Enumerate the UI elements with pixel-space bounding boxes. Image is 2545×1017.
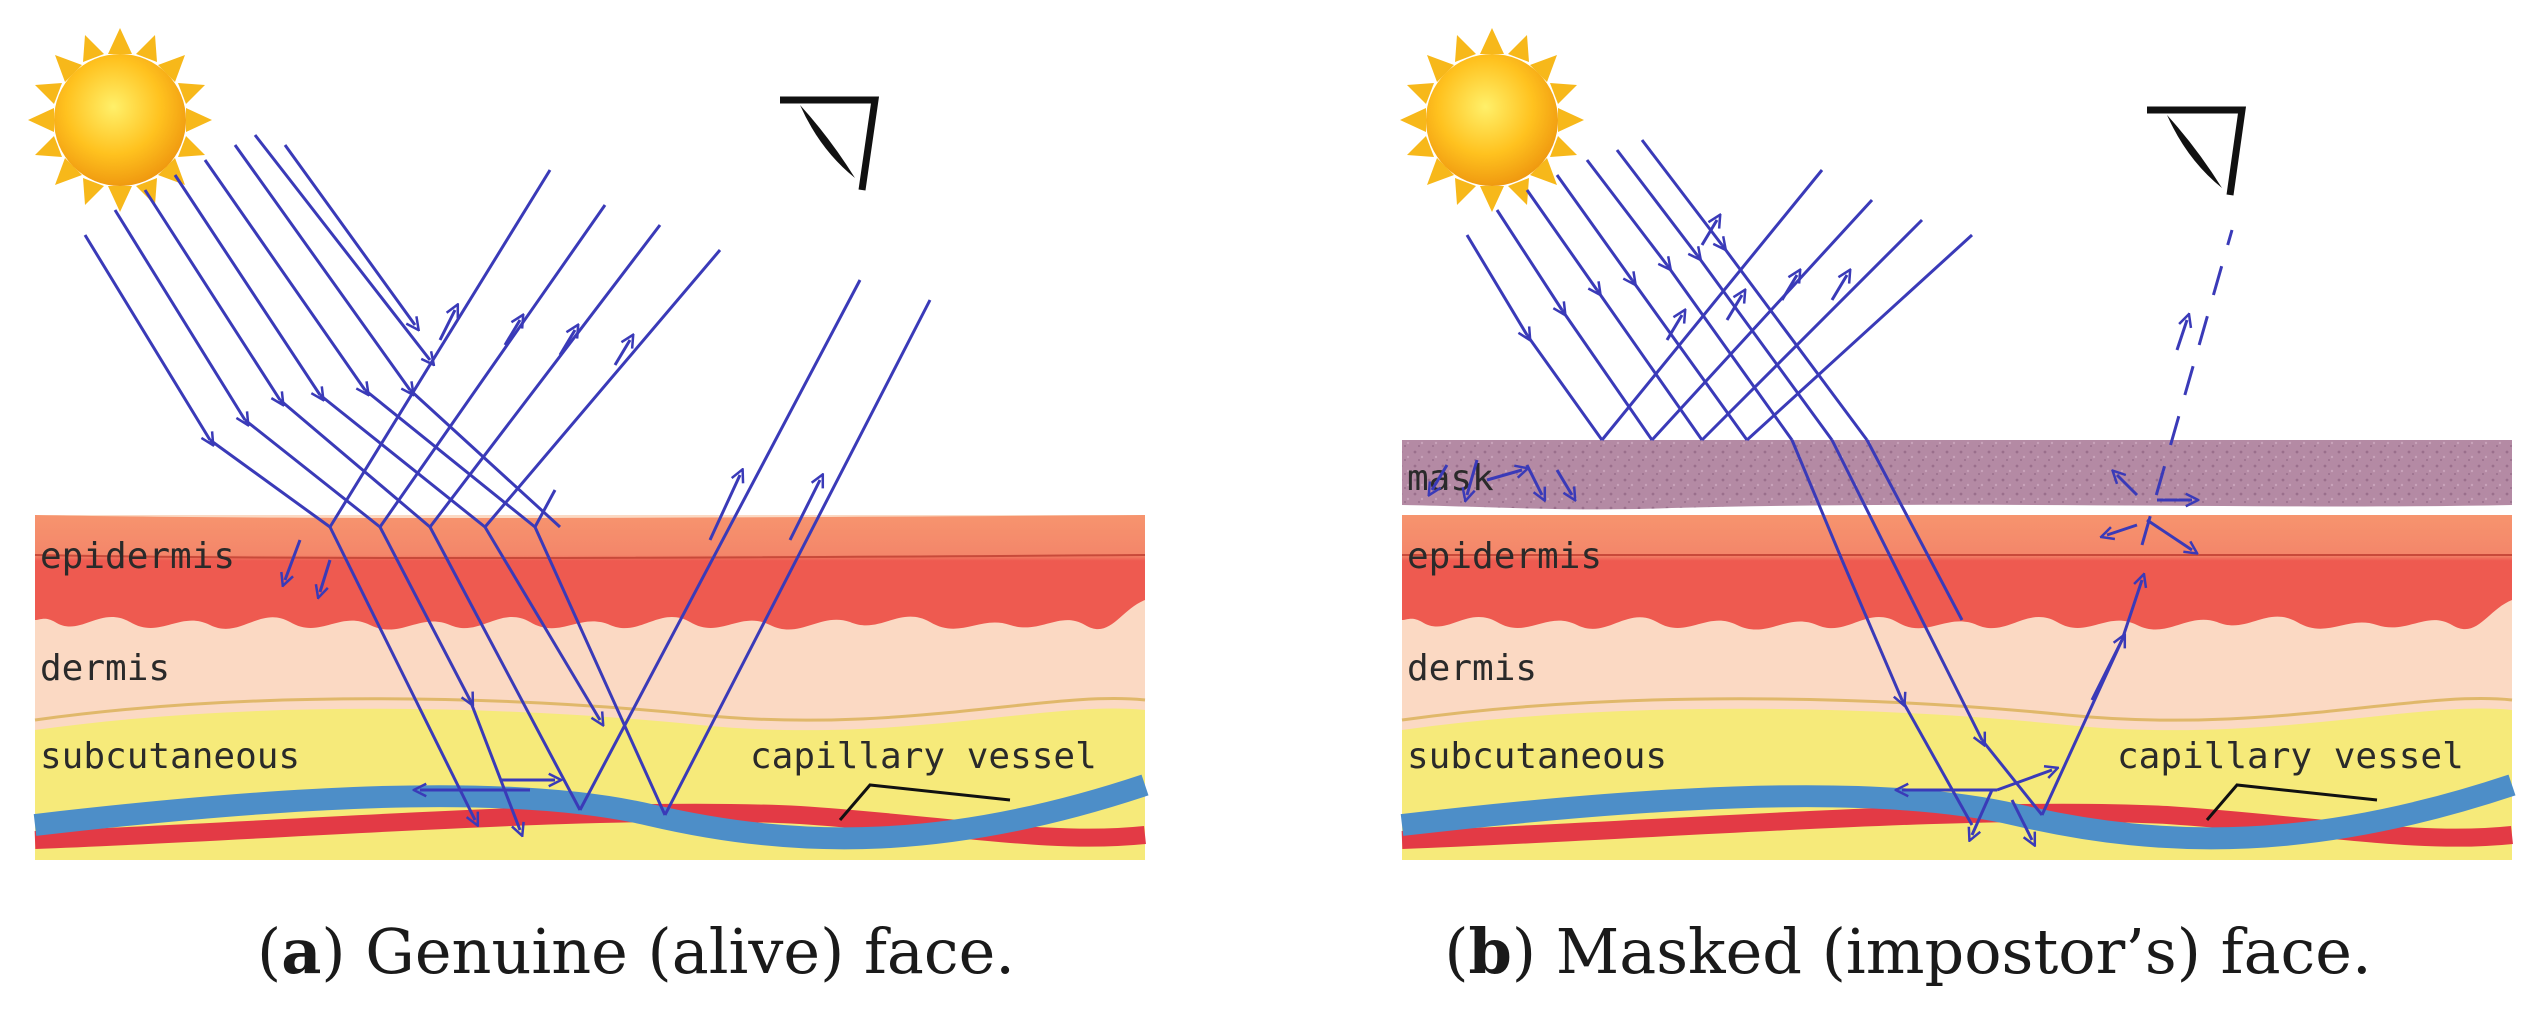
caption-letter: a (281, 915, 322, 988)
vessel-pointer (838, 783, 1011, 821)
mask-layer (1402, 440, 2512, 510)
eye-icon (2147, 106, 2247, 196)
blue-vessel (1400, 774, 2516, 850)
penetrating-rays (285, 279, 932, 830)
panel-genuine-face: epidermis dermis subcutaneous capillary … (0, 0, 1272, 1017)
label-subcutaneous: subcutaneous (1407, 736, 1667, 777)
blue-vessel (33, 774, 1149, 850)
label-dermis: dermis (1407, 648, 1537, 689)
label-subcutaneous: subcutaneous (40, 736, 300, 777)
caption-letter: b (1468, 915, 1512, 988)
dashed-reflection (2107, 229, 2234, 550)
diagram-genuine-face: epidermis dermis subcutaneous capillary … (28, 28, 1149, 860)
incident-rays (83, 134, 562, 529)
label-capillary-vessel: capillary vessel (2117, 736, 2464, 777)
sun-icon (28, 28, 212, 212)
caption-a: (a) Genuine (alive) face. (257, 915, 1015, 988)
diagram-masked-face: mask epidermis dermis subcutaneous capil… (1400, 28, 2516, 860)
reflected-rays (328, 169, 722, 528)
skin-layers (33, 515, 1149, 860)
mask-scatter (1432, 459, 1572, 495)
label-epidermis: epidermis (40, 536, 235, 577)
label-mask: mask (1407, 458, 1494, 499)
label-capillary-vessel: capillary vessel (750, 736, 1097, 777)
caption-b: (b) Masked (impostor’s) face. (1444, 915, 2372, 988)
caption-text: Genuine (alive) face. (365, 915, 1015, 988)
reflected-rays (1600, 169, 1974, 442)
vessel-pointer (2205, 783, 2378, 821)
epidermis-layer (1402, 515, 2512, 630)
red-vessel (34, 803, 1146, 849)
eye-icon (780, 96, 880, 191)
red-vessel (1401, 803, 2513, 849)
epidermis-layer (35, 515, 1145, 630)
panel-masked-face: mask epidermis dermis subcutaneous capil… (1272, 0, 2544, 1017)
label-epidermis: epidermis (1407, 536, 1602, 577)
skin-layers (1400, 440, 2516, 860)
penetrating-rays (1790, 439, 2142, 840)
caption-text: Masked (impostor’s) face. (1555, 915, 2372, 988)
label-dermis: dermis (40, 648, 170, 689)
sun-icon (1400, 28, 1584, 212)
